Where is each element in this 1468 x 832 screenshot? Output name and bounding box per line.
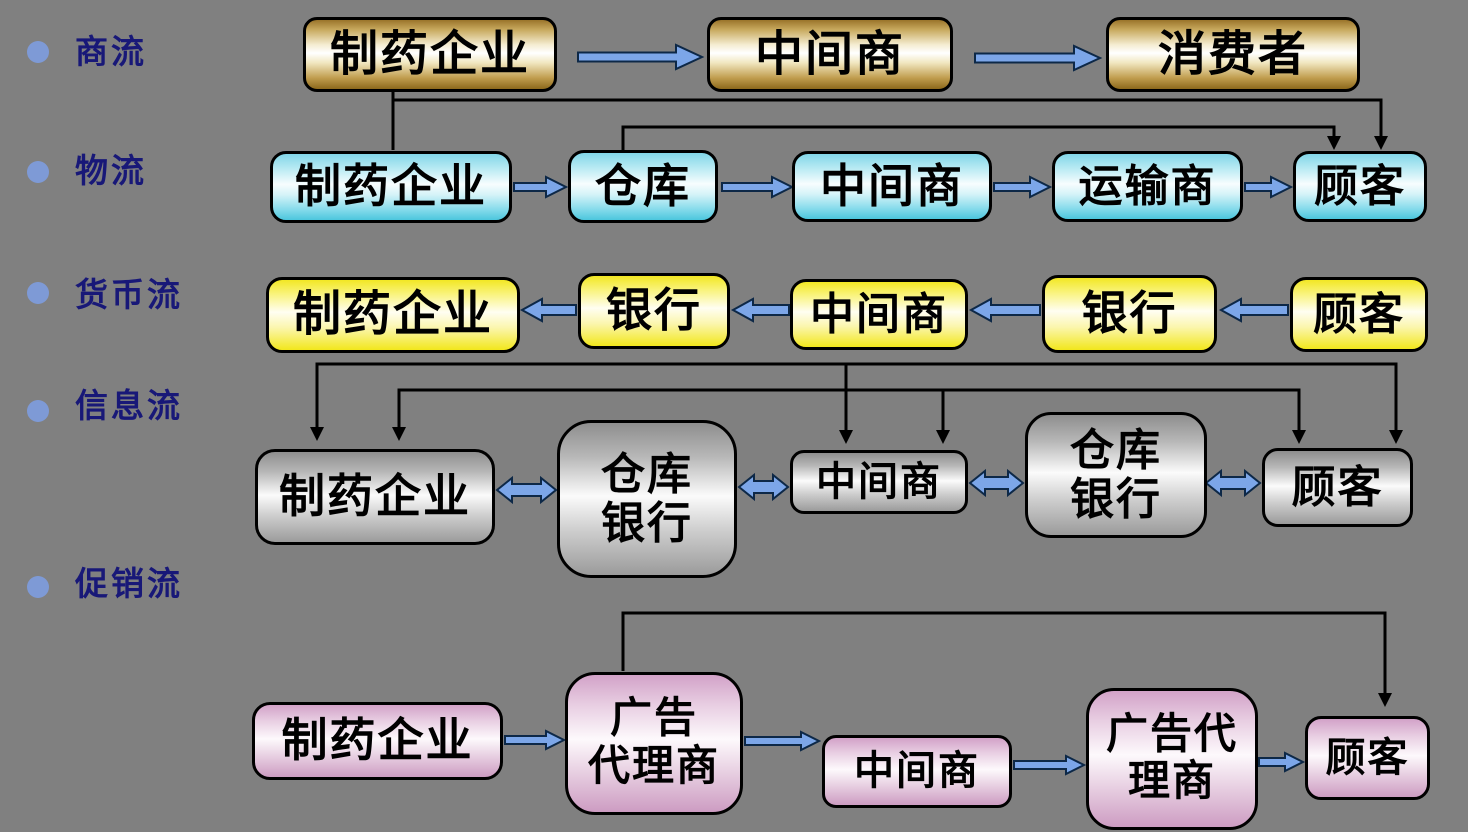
right-arrow-icon (993, 175, 1053, 199)
promo-bypass-line (621, 611, 1387, 694)
left-arrow-icon (730, 297, 790, 323)
box-money-bank-1: 银行 (578, 273, 730, 349)
commerce-flow-arrows (577, 43, 1103, 72)
box-logistics-transporter: 运输商 (1052, 151, 1243, 222)
right-arrow-icon (1013, 754, 1087, 776)
box-logistics-customer: 顾客 (1293, 151, 1427, 222)
box-promo-ad-agency-2: 广告代 理商 (1086, 688, 1258, 830)
down-arrowhead-icon (1327, 136, 1341, 150)
double-arrow-icon (1204, 468, 1262, 498)
information-flow-arrows (495, 468, 1262, 505)
box-promo-manufacturer: 制药企业 (252, 702, 503, 780)
right-arrow-icon (1258, 751, 1306, 773)
info-rail-upper-line (315, 362, 1398, 431)
right-arrow-icon (513, 175, 569, 199)
box-promo-middleman: 中间商 (822, 735, 1012, 808)
box-promo-customer: 顾客 (1305, 716, 1430, 800)
left-arrow-icon (519, 297, 577, 323)
promotion-flow-arrows (504, 729, 1306, 776)
box-logistics-manufacturer: 制药企业 (270, 151, 512, 223)
box-info-warehouse-bank-2: 仓库 银行 (1025, 412, 1207, 538)
box-money-middleman: 中间商 (790, 279, 968, 350)
warehouse-rail-line (621, 125, 1336, 150)
box-info-warehouse-bank-1: 仓库 银行 (557, 420, 737, 578)
right-arrow-icon (1244, 175, 1294, 199)
right-arrow-icon (721, 175, 795, 199)
legend-bullet-icon (27, 400, 49, 422)
box-commerce-middleman: 中间商 (707, 17, 953, 92)
money-flow-arrows (519, 297, 1289, 323)
right-arrow-icon (744, 730, 822, 752)
box-money-customer: 顾客 (1290, 277, 1428, 352)
legend-label-commerce-flow: 商流 (75, 35, 147, 71)
box-commerce-manufacturer: 制药企业 (303, 17, 557, 92)
box-commerce-consumer: 消费者 (1106, 17, 1360, 92)
legend-label-money-flow: 货币流 (75, 278, 183, 314)
down-arrowhead-icon (392, 427, 406, 441)
commerce-to-logistics-connectors (391, 92, 1388, 150)
box-info-middleman: 中间商 (790, 450, 968, 514)
top-rail-line (393, 98, 1383, 137)
down-arrowhead-icon (1389, 430, 1403, 444)
legend-bullet-icon (27, 161, 49, 183)
info-rail-lower-line (397, 388, 1301, 431)
legend-label-promotion-flow: 促销流 (75, 567, 183, 603)
logistics-flow-arrows (513, 175, 1294, 199)
information-flow-connectors (310, 362, 1403, 444)
right-arrow-icon (974, 44, 1103, 72)
double-arrow-icon (737, 472, 790, 502)
legend-label-logistics-flow: 物流 (75, 154, 147, 190)
down-arrowhead-icon (1374, 136, 1388, 150)
right-arrow-icon (504, 729, 567, 751)
box-logistics-middleman: 中间商 (792, 151, 992, 222)
down-arrowhead-icon (1292, 430, 1306, 444)
legend-bullet-icon (27, 41, 49, 63)
right-arrow-icon (577, 43, 705, 71)
left-arrow-icon (968, 297, 1041, 323)
box-money-manufacturer: 制药企业 (266, 277, 520, 353)
down-arrowhead-icon (839, 430, 853, 444)
box-logistics-warehouse: 仓库 (568, 150, 718, 223)
legend-bullet-icon (27, 282, 49, 304)
double-arrow-icon (495, 475, 558, 505)
left-arrow-icon (1218, 297, 1289, 323)
box-money-bank-2: 银行 (1042, 275, 1217, 353)
down-arrowhead-icon (310, 427, 324, 441)
down-arrowhead-icon (1378, 693, 1392, 707)
legend-bullet-icon (27, 576, 49, 598)
double-arrow-icon (968, 468, 1025, 498)
box-info-customer: 顾客 (1262, 448, 1413, 527)
legend-label-information-flow: 信息流 (75, 389, 183, 425)
box-info-manufacturer: 制药企业 (255, 449, 495, 545)
promotion-flow-connector (621, 611, 1392, 707)
box-promo-ad-agency-1: 广告 代理商 (565, 672, 743, 815)
down-arrowhead-icon (936, 430, 950, 444)
